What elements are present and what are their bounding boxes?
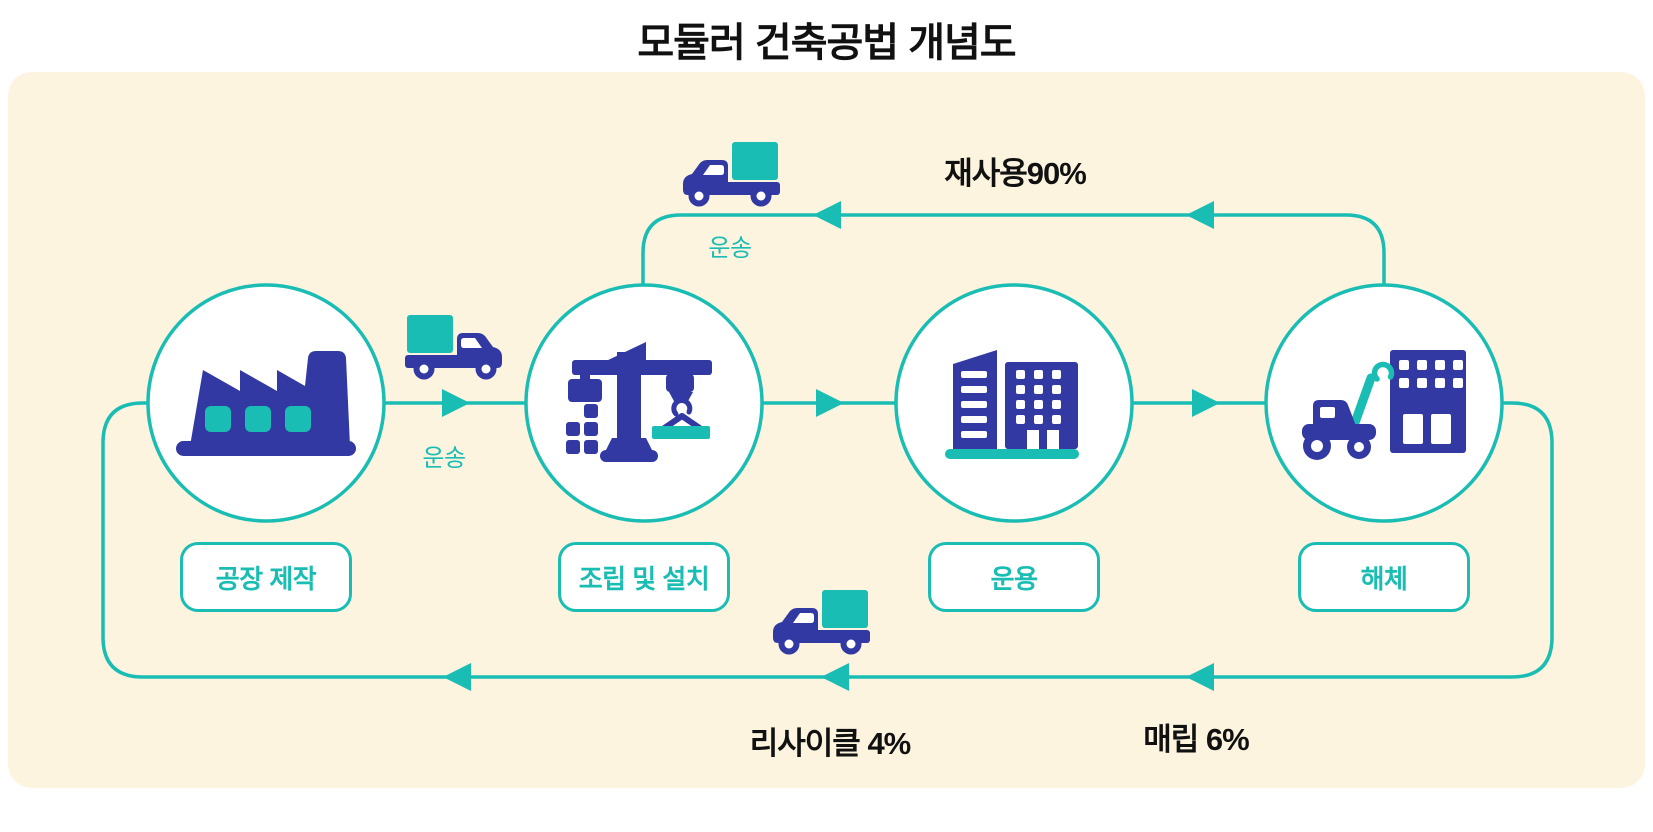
buildings-icon (945, 350, 1079, 459)
page-title: 모듈러 건축공법 개념도 (637, 21, 1016, 65)
stage-label-dismantle: 해체 (1298, 542, 1470, 612)
transport-truck-icon (773, 590, 870, 655)
arrowhead-right-1 (442, 389, 470, 417)
flow-label-recycle: 리사이클 4% (749, 726, 912, 761)
arrowhead-right-3 (1192, 389, 1220, 417)
demolition-excavator-icon (1302, 350, 1466, 460)
stage-circle-assembly (524, 283, 764, 523)
factory-icon (176, 351, 356, 456)
crane-module-slab-icon (652, 426, 710, 439)
transport-truck-icon (683, 142, 780, 207)
excavator-hook-icon (1371, 361, 1395, 382)
factory-window-icon (205, 406, 231, 432)
factory-window-icon (245, 406, 271, 432)
stage-label-factory: 공장 제작 (180, 542, 352, 612)
stage-label-assembly: 조립 및 설치 (558, 542, 730, 612)
transport-label-top: 운송 (708, 235, 752, 262)
top-return-flow-line (641, 213, 1386, 289)
arrowhead-top-left-1 (813, 201, 841, 229)
arrowhead-bottom-left-3 (1186, 663, 1214, 691)
stage-label-operation: 운용 (928, 542, 1100, 612)
flow-label-landfill: 매립 6% (1143, 722, 1249, 757)
flow-label-reuse: 재사용90% (944, 156, 1087, 191)
arrowhead-bottom-left-2 (821, 663, 849, 691)
crane-hook-icon (671, 398, 693, 417)
arrowhead-bottom-left-1 (443, 663, 471, 691)
arrowhead-top-left-2 (1186, 201, 1214, 229)
stage-circle-dismantle (1264, 283, 1504, 523)
arrowhead-right-2 (816, 389, 844, 417)
factory-window-icon (285, 406, 311, 432)
ground-line-icon (945, 449, 1079, 459)
transport-truck-icon (405, 315, 502, 380)
excavator-boom-icon (1347, 373, 1376, 436)
tower-crane-icon (566, 342, 712, 462)
transport-label-mid: 운송 (422, 445, 466, 472)
